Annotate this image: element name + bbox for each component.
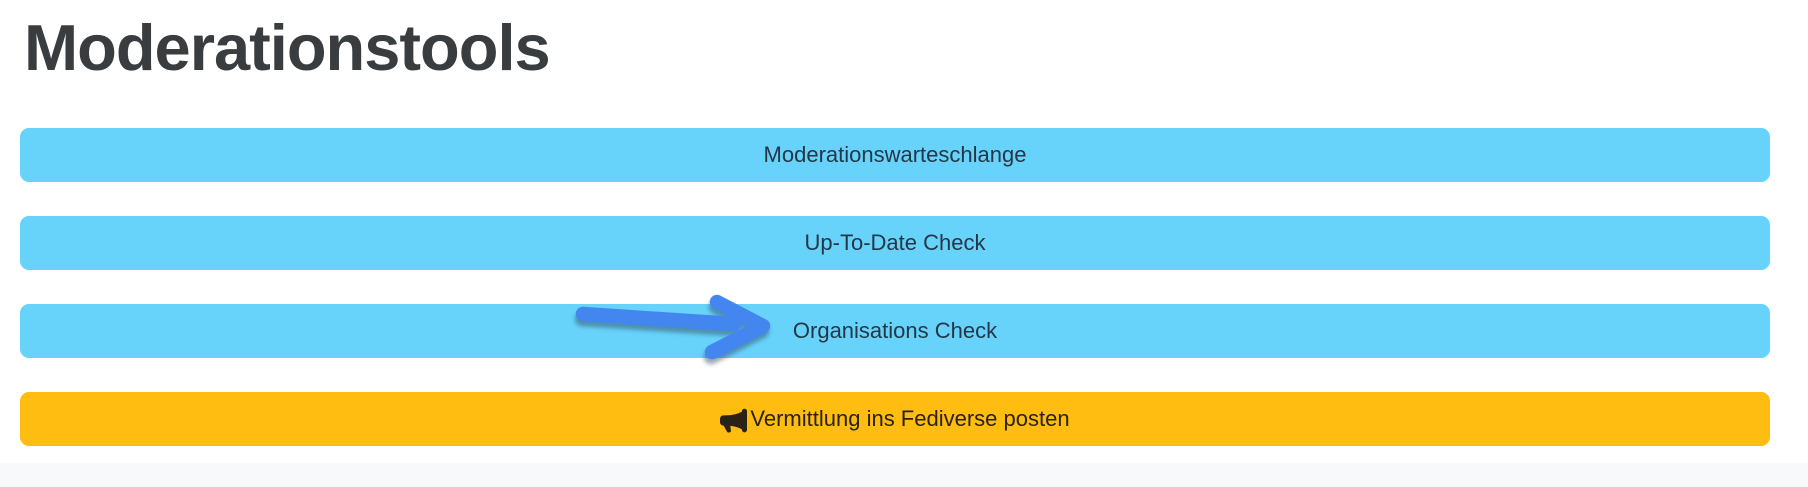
organisations-check-button[interactable]: Organisations Check: [20, 304, 1770, 358]
post-to-fediverse-button[interactable]: Vermittlung ins Fediverse posten: [20, 392, 1770, 446]
page-title: Moderationstools: [24, 11, 551, 84]
button-stack: Moderationswarteschlange Up-To-Date Chec…: [20, 128, 1770, 446]
moderation-queue-button[interactable]: Moderationswarteschlange: [20, 128, 1770, 182]
up-to-date-check-button[interactable]: Up-To-Date Check: [20, 216, 1770, 270]
post-to-fediverse-label: Vermittlung ins Fediverse posten: [750, 406, 1070, 431]
megaphone-icon: [720, 407, 748, 434]
footer-strip: [0, 463, 1808, 487]
